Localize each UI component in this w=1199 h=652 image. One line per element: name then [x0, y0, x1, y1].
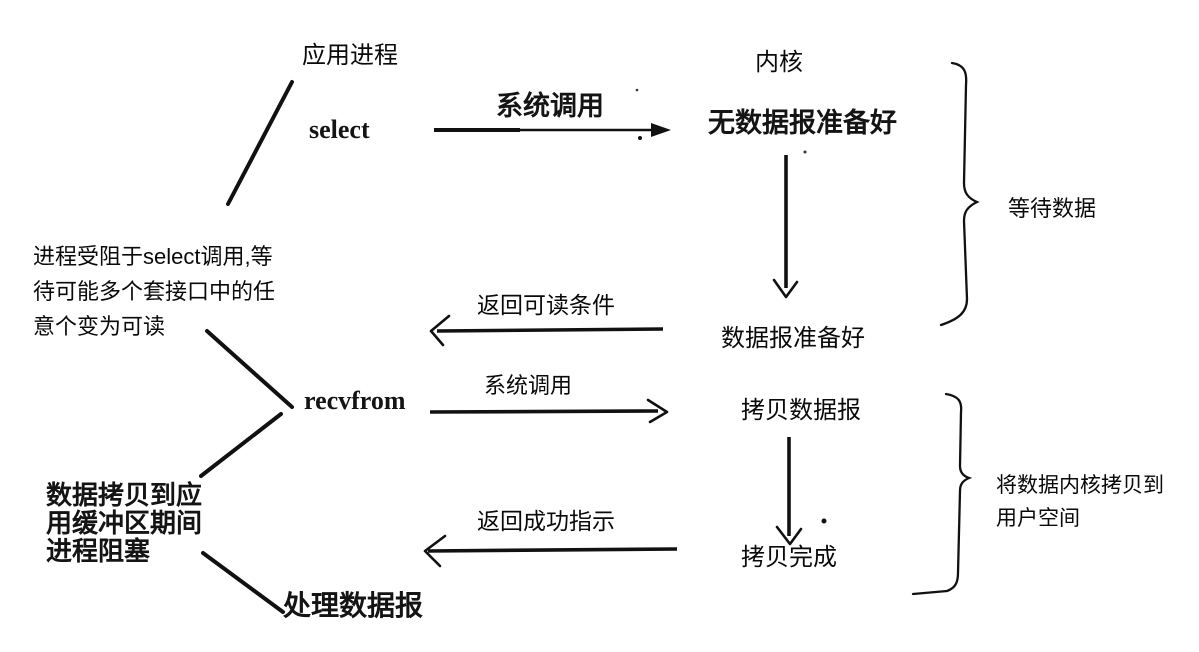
kernel-label: 内核 [755, 49, 803, 76]
blocked-to-recvfrom-line [205, 329, 294, 409]
blocked-on-select-note: 进程受阻于select调用,等 待可能多个套接口中的任 意个变为可读 [33, 239, 275, 344]
copy-down-arrow [775, 437, 803, 546]
process-datagram-label: 处理数据报 [283, 590, 424, 621]
wait-data-label: 等待数据 [1008, 196, 1097, 221]
blocked-on-select-line1: 进程受阻于select调用,等 [33, 244, 273, 269]
datagram-ready-label: 数据报准备好 [721, 325, 865, 352]
blocked-during-copy-line1: 数据拷贝到应 [46, 480, 203, 510]
wait-data-down-arrow [772, 155, 799, 299]
syscall-top-arrow [434, 123, 671, 137]
ink-dot [638, 136, 642, 140]
syscall-bottom-label: 系统调用 [484, 373, 573, 398]
copy-kernel-to-user-line2: 用户空间 [996, 507, 1080, 530]
syscall-top-label: 系统调用 [496, 91, 604, 121]
no-datagram-ready-label: 无数据报准备好 [708, 108, 897, 138]
blocked-on-select-line2: 待可能多个套接口中的任 [33, 279, 276, 304]
app-process-connector-line [226, 80, 294, 206]
copy-kernel-to-user-note: 将数据内核拷贝到 用户空间 [996, 469, 1164, 535]
blockedcopy-to-process-line [201, 551, 285, 614]
select-call-label: select [309, 115, 370, 144]
ink-dot [821, 518, 827, 524]
copy-datagram-label: 拷贝数据报 [741, 397, 861, 424]
blocked-during-copy-line2: 用缓冲区期间 [46, 508, 203, 538]
wait-data-brace [939, 61, 980, 327]
copy-kernel-to-user-line1: 将数据内核拷贝到 [996, 474, 1164, 497]
copy-to-user-brace [911, 392, 973, 596]
syscall-bottom-arrow [429, 398, 669, 424]
return-readable-arrow [429, 314, 664, 347]
return-readable-label: 返回可读条件 [477, 292, 615, 318]
ink-dot [803, 150, 807, 154]
blocked-on-select-line3: 意个变为可读 [33, 314, 166, 339]
blocked-during-copy-note: 数据拷贝到应 用缓冲区期间 进程阻塞 [46, 481, 202, 565]
recvfrom-call-label: recvfrom [304, 386, 406, 415]
return-success-arrow [423, 534, 678, 568]
copy-complete-label: 拷贝完成 [741, 544, 837, 571]
app-process-label: 应用进程 [302, 42, 398, 69]
blocked-during-copy-line3: 进程阻塞 [46, 536, 151, 566]
ink-dot [635, 88, 639, 92]
return-success-label: 返回成功指示 [477, 508, 615, 534]
recvfrom-to-blockedcopy-line [199, 412, 283, 478]
